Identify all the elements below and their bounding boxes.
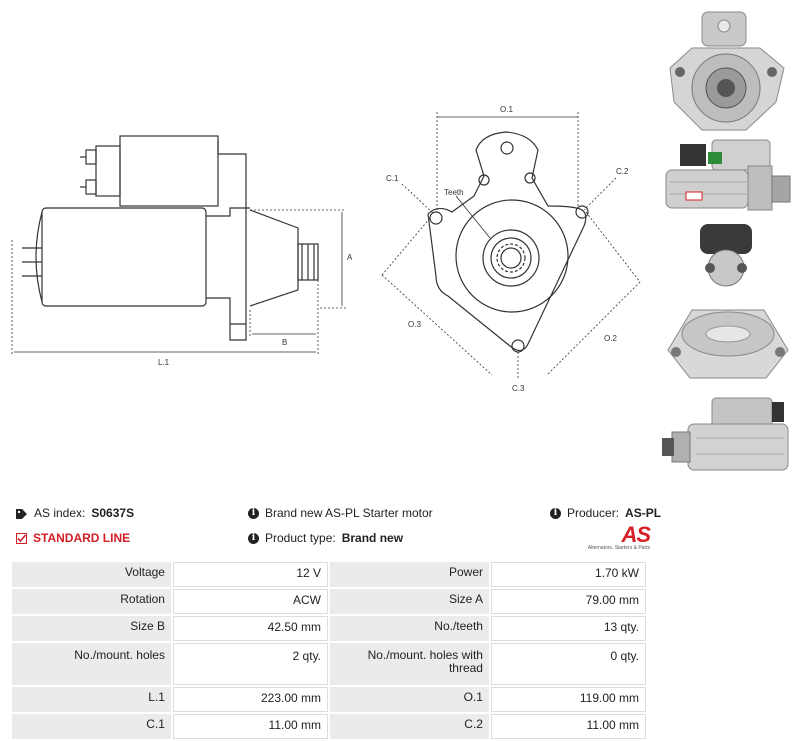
product-type-label: Product type:: [265, 531, 336, 545]
as-index-label: AS index:: [34, 506, 86, 520]
dim-label-a: A: [347, 253, 353, 262]
spec-label: No./teeth: [330, 616, 489, 641]
spec-label: No./mount. holes with thread: [330, 643, 489, 685]
description-row: i Brand new AS-PL Starter motor: [248, 506, 433, 520]
spec-value: 11.00 mm: [490, 714, 646, 739]
spec-label: Size B: [12, 616, 171, 641]
photo-side-view-2: [662, 397, 789, 471]
info-icon: i: [248, 532, 259, 544]
spec-value: 1.70 kW: [490, 562, 646, 587]
product-line: STANDARD LINE: [16, 531, 130, 545]
dim-label-c1: C.1: [386, 174, 399, 183]
producer-label: Producer:: [567, 506, 620, 520]
dim-label-o2: O.2: [604, 334, 617, 343]
spec-label: Size A: [330, 589, 489, 614]
checkbox-check-icon: [16, 532, 27, 544]
description: Brand new AS-PL Starter motor: [265, 506, 433, 520]
photo-side-view: [665, 139, 791, 211]
info-icon: i: [550, 507, 561, 519]
as-index-value: S0637S: [91, 506, 135, 520]
line-label: STANDARD LINE: [33, 531, 131, 545]
dim-label-b: B: [282, 338, 287, 347]
spec-value: ACW: [172, 589, 329, 614]
product-type-value: Brand new: [341, 531, 404, 545]
spec-label: Power: [330, 562, 489, 587]
dim-label-o1: O.1: [500, 105, 513, 114]
spec-value: 223.00 mm: [172, 687, 329, 712]
spec-label: Rotation: [12, 589, 171, 614]
spec-value: 0 qty.: [490, 643, 646, 685]
photo-front-view: [669, 11, 785, 131]
producer-row: i Producer: AS-PL: [550, 506, 661, 520]
spec-value: 2 qty.: [172, 643, 329, 685]
spec-value: 42.50 mm: [172, 616, 329, 641]
producer-value: AS-PL: [625, 506, 662, 520]
spec-value: 12 V: [172, 562, 329, 587]
solenoid-body: [119, 135, 219, 207]
info-icon: i: [248, 507, 259, 519]
motor-body: [41, 207, 207, 307]
spec-label: C.1: [12, 714, 171, 739]
logo-tagline: Alternators, Starters & Parts: [587, 545, 650, 551]
as-index: AS index: S0637S: [16, 506, 134, 520]
tag-icon: [16, 508, 28, 519]
dim-label-teeth: Teeth: [444, 188, 464, 197]
mounting-flange: [427, 131, 587, 352]
spec-label: No./mount. holes: [12, 643, 171, 685]
spec-value: 13 qty.: [490, 616, 646, 641]
dim-label-c2: C.2: [616, 167, 629, 176]
spec-label: L.1: [12, 687, 171, 712]
logo-mark: AS: [621, 522, 651, 547]
dim-label-o3: O.3: [408, 320, 421, 329]
spec-label: O.1: [330, 687, 489, 712]
spec-label: Voltage: [12, 562, 171, 587]
spec-value: 79.00 mm: [490, 589, 646, 614]
as-pl-logo: AS Alternators, Starters & Parts: [586, 522, 651, 554]
spec-label: C.2: [330, 714, 489, 739]
spec-value: 119.00 mm: [490, 687, 646, 712]
spec-value: 11.00 mm: [172, 714, 329, 739]
photo-rear-view: [667, 224, 789, 379]
dim-label-c3: C.3: [512, 384, 525, 393]
product-type-row: i Product type: Brand new: [248, 531, 403, 545]
technical-drawing: A B L.1 O.1 O.2 O.3 C.1 C.2 C.3 Teeth: [11, 105, 641, 393]
nose-circle: [455, 199, 569, 313]
dim-label-l1: L.1: [158, 358, 170, 367]
